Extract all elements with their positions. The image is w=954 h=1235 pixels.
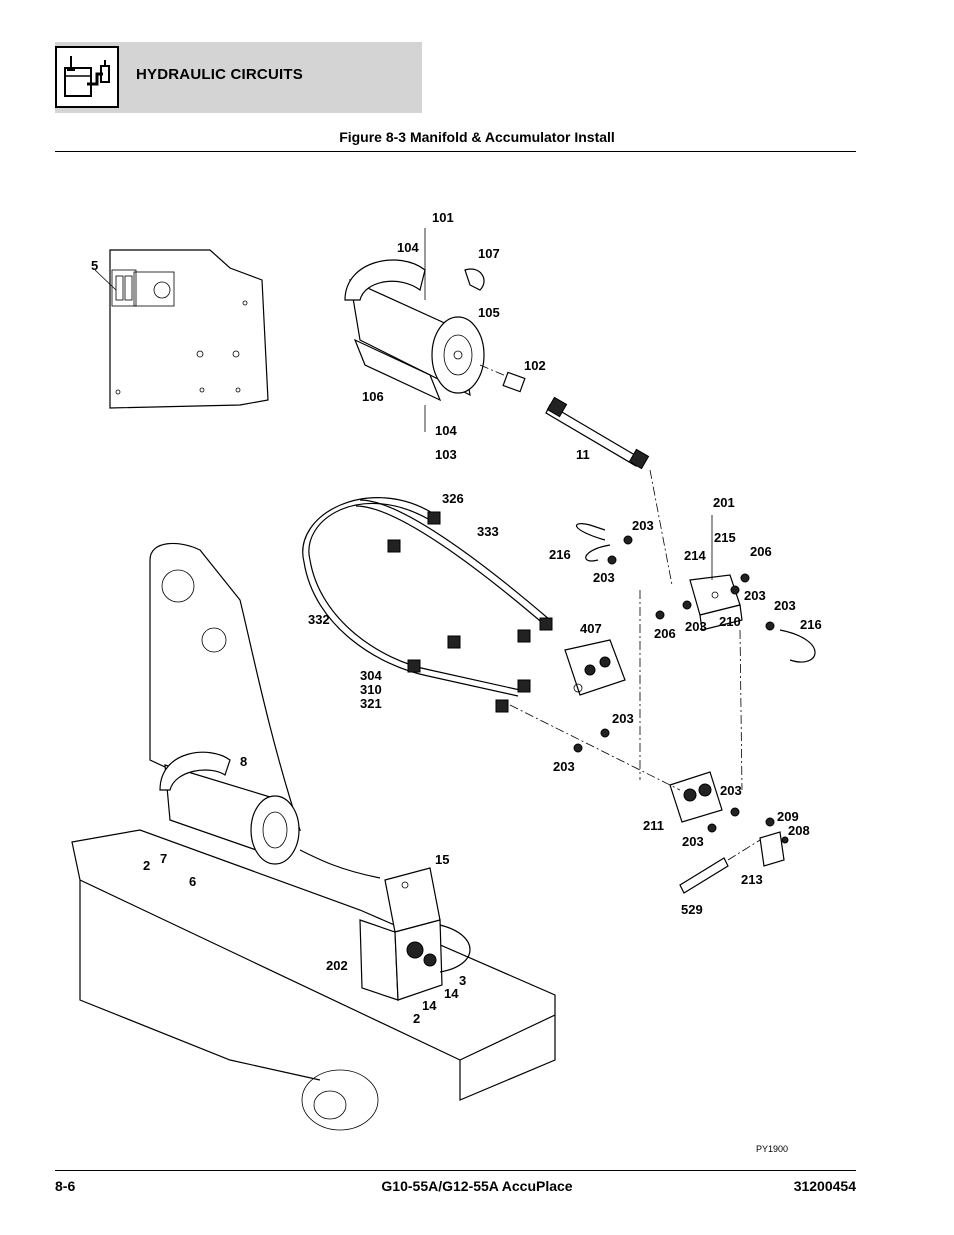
callout-7: 7 <box>160 851 167 866</box>
model-name: G10-55A/G12-55A AccuPlace <box>381 1178 573 1194</box>
hose-loops <box>302 497 553 713</box>
callout-5: 5 <box>91 258 98 273</box>
callout-333: 333 <box>477 524 499 539</box>
drawing-code: PY1900 <box>756 1144 788 1154</box>
callout-201: 201 <box>713 495 735 510</box>
figure-title: Figure 8-3 Manifold & Accumulator Instal… <box>339 129 615 145</box>
callout-106: 106 <box>362 389 384 404</box>
callout-104: 104 <box>397 240 419 255</box>
callout-203: 203 <box>553 759 575 774</box>
callout-304: 304 <box>360 668 382 683</box>
callout-3: 3 <box>459 973 466 988</box>
callout-310: 310 <box>360 682 382 697</box>
callout-210: 210 <box>719 614 741 629</box>
callout-2: 2 <box>143 858 150 873</box>
callout-203: 203 <box>632 518 654 533</box>
callout-216: 216 <box>800 617 822 632</box>
callout-321: 321 <box>360 696 382 711</box>
hose-216-right <box>739 621 816 791</box>
section-title: HYDRAULIC CIRCUITS <box>136 66 303 83</box>
callout-211: 211 <box>643 818 664 833</box>
callout-529: 529 <box>681 902 703 917</box>
callout-labels: 101 104 107 105 102 106 104 103 11 5 326… <box>91 210 822 1154</box>
callout-215: 215 <box>714 530 736 545</box>
callout-407: 407 <box>580 621 602 636</box>
control-panel-plate <box>94 249 269 409</box>
valve-407 <box>564 639 626 696</box>
callout-105: 105 <box>478 305 500 320</box>
callout-2: 2 <box>413 1011 420 1026</box>
accumulator-upper <box>344 228 521 432</box>
accumulator-lower <box>159 751 300 865</box>
callout-14: 14 <box>422 998 437 1013</box>
callout-202: 202 <box>326 958 348 973</box>
callout-214: 214 <box>684 548 706 563</box>
hose-11 <box>502 371 673 586</box>
header-rule <box>55 151 856 152</box>
boom-arm <box>149 542 302 832</box>
callout-213: 213 <box>741 872 763 887</box>
callout-203: 203 <box>720 783 742 798</box>
valve-211 <box>509 590 740 833</box>
callout-203: 203 <box>774 598 796 613</box>
manifold-210 <box>655 515 750 631</box>
callout-101: 101 <box>432 210 454 225</box>
callout-203: 203 <box>682 834 704 849</box>
callout-332: 332 <box>308 612 330 627</box>
fittings-213 <box>759 817 789 867</box>
hose-216-left <box>575 523 633 565</box>
page-number: 8-6 <box>55 1178 76 1194</box>
callout-11: 11 <box>576 447 590 462</box>
hose-529 <box>679 839 761 894</box>
hydraulic-circuit-icon <box>55 46 119 108</box>
callout-203: 203 <box>612 711 634 726</box>
callout-206: 206 <box>654 626 676 641</box>
callout-15: 15 <box>435 852 449 867</box>
callout-14: 14 <box>444 986 459 1001</box>
callout-107: 107 <box>478 246 500 261</box>
callout-326: 326 <box>442 491 464 506</box>
callout-103: 103 <box>435 447 457 462</box>
callout-6: 6 <box>189 874 196 889</box>
callout-216: 216 <box>549 547 571 562</box>
callout-203: 203 <box>685 619 707 634</box>
callout-104: 104 <box>435 423 457 438</box>
callout-102: 102 <box>524 358 546 373</box>
document-number: 31200454 <box>793 1178 856 1194</box>
callout-208: 208 <box>788 823 810 838</box>
footer-rule <box>55 1170 856 1171</box>
base-frame <box>71 829 556 1131</box>
callout-8: 8 <box>240 754 247 769</box>
callout-203: 203 <box>744 588 766 603</box>
callout-203: 203 <box>593 570 615 585</box>
callout-206: 206 <box>750 544 772 559</box>
manifold-15 <box>299 849 471 1001</box>
callout-209: 209 <box>777 809 799 824</box>
